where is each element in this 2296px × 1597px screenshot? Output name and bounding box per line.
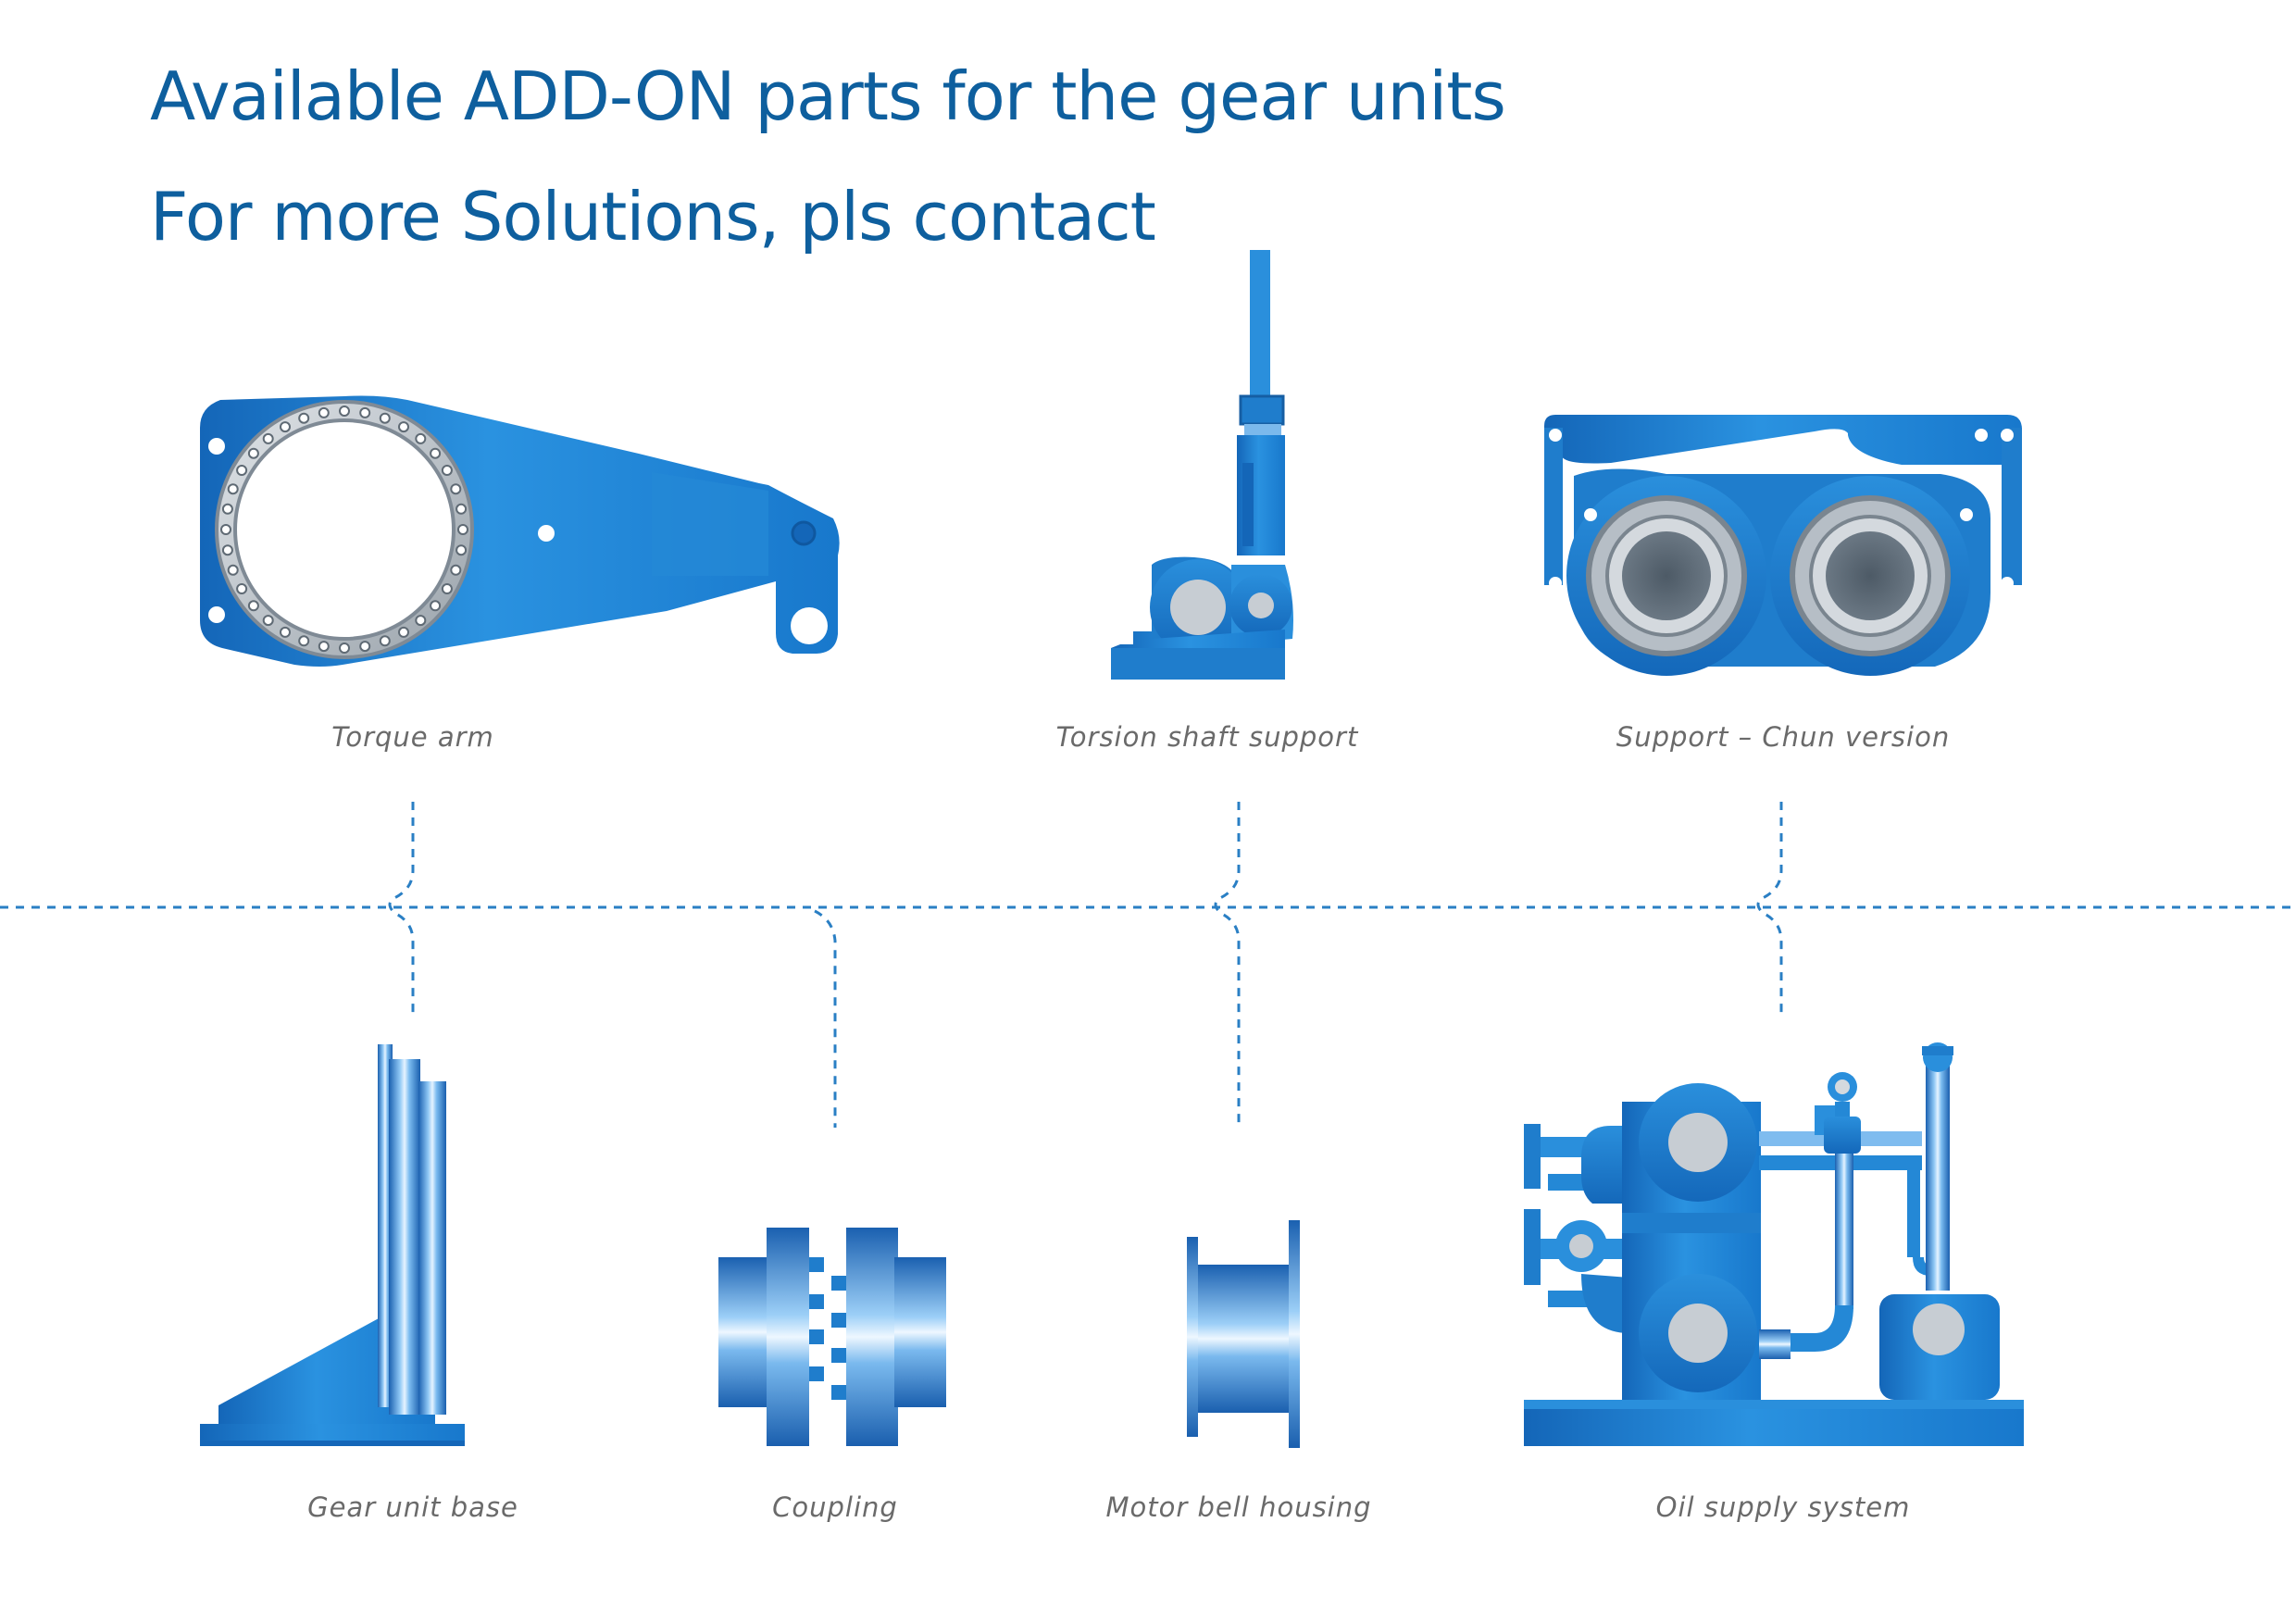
bolt-hole (398, 421, 409, 433)
motor-bell-housing-illustration (1187, 1220, 1300, 1448)
bolt-hole (441, 465, 453, 476)
bolt-hole (450, 564, 462, 576)
bolt-hole (247, 600, 259, 612)
bolt-hole (318, 641, 330, 653)
bolt-hole (227, 564, 239, 576)
bolt-hole (280, 421, 291, 433)
label-torque-arm: Torque arm (331, 721, 494, 753)
bolt-hole (359, 406, 371, 418)
bolt-hole (339, 405, 350, 417)
bolt-hole (430, 600, 442, 612)
label-support-chun-version: Support – Chun version (1616, 721, 1950, 753)
bolt-hole (221, 544, 233, 556)
oil-supply-system-illustration (1524, 1042, 2024, 1446)
bolt-hole (280, 626, 291, 638)
connector-torsion-motor (1214, 802, 1241, 1128)
bolt-hole (379, 412, 391, 424)
bolt-hole (379, 635, 391, 647)
bolt-hole (455, 544, 468, 556)
bolt-hole (450, 483, 462, 495)
bolt-hole (457, 524, 468, 535)
bolt-hole (262, 432, 274, 444)
label-motor-bell-housing: Motor bell housing (1105, 1491, 1371, 1523)
coupling-illustration (718, 1228, 946, 1446)
bolt-hole (236, 465, 248, 476)
label-oil-supply-system: Oil supply system (1656, 1491, 1911, 1523)
bolt-hole (441, 583, 453, 594)
connector-torque-arm (388, 802, 415, 1015)
page-title: Available ADD-ON parts for the gear unit… (150, 57, 1506, 135)
bolt-hole (455, 503, 468, 515)
bolt-hole (430, 447, 442, 459)
bolt-hole (221, 503, 233, 515)
bolt-hole (339, 643, 350, 654)
support-chun-illustration (1544, 415, 2022, 676)
bolt-hole (318, 406, 330, 418)
bolt-hole (298, 412, 310, 424)
torque-arm-illustration (200, 395, 840, 667)
bolt-hole (298, 635, 310, 647)
bolt-hole (262, 615, 274, 627)
torque-arm-bolt-holes (220, 405, 468, 654)
connector-coupling (814, 909, 837, 1128)
bolt-hole (398, 626, 409, 638)
label-gear-unit-base: Gear unit base (307, 1491, 518, 1523)
torsion-shaft-support-illustration (1111, 250, 1293, 680)
connector-lines (0, 802, 2296, 1128)
bolt-hole (415, 615, 427, 627)
bolt-hole (227, 483, 239, 495)
label-torsion-shaft-support: Torsion shaft support (1056, 721, 1359, 753)
page-subtitle: For more Solutions, pls contact (150, 178, 1156, 256)
gear-unit-base-illustration (200, 1044, 465, 1446)
bolt-hole (415, 432, 427, 444)
bolt-hole (247, 447, 259, 459)
bolt-hole (236, 583, 248, 594)
bolt-hole (359, 641, 371, 653)
connector-support-chun (1756, 802, 1783, 1015)
bolt-hole (220, 524, 231, 535)
label-coupling: Coupling (772, 1491, 898, 1523)
